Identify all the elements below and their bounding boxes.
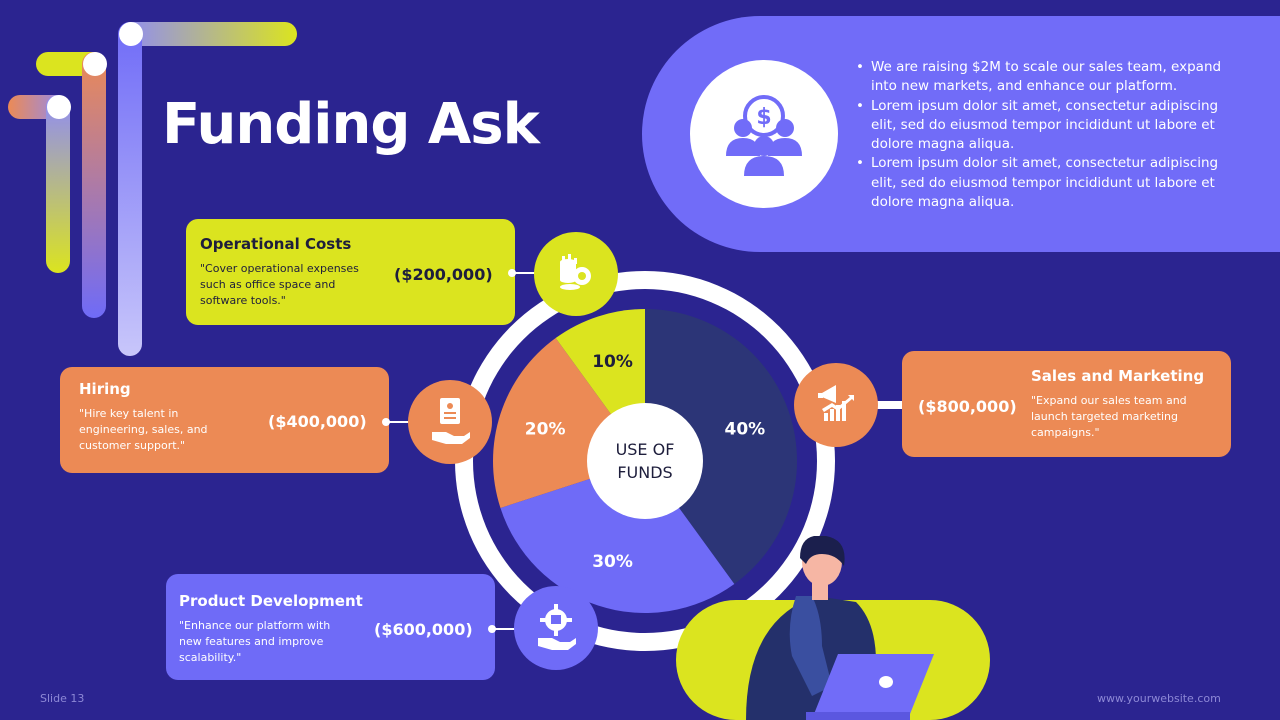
card-sales-marketing: Sales and Marketing "Expand our sales te… bbox=[902, 351, 1231, 457]
connector-line bbox=[492, 628, 520, 630]
card-title: Product Development bbox=[179, 592, 363, 610]
product-icon-circle bbox=[514, 586, 598, 670]
decor-dot bbox=[119, 22, 143, 46]
info-icon-circle: $ bbox=[690, 60, 838, 208]
pie-slice bbox=[645, 309, 797, 584]
card-amount: ($600,000) bbox=[374, 620, 473, 639]
info-bullet: Lorem ipsum dolor sit amet, consectetur … bbox=[856, 154, 1236, 212]
slide-number: Slide 13 bbox=[40, 692, 85, 705]
chart-center-hole bbox=[587, 403, 703, 519]
card-description: "Hire key talent in engineering, sales, … bbox=[79, 407, 208, 452]
decor-dot bbox=[83, 52, 107, 76]
decor-bar bbox=[82, 52, 106, 318]
gear-hand-icon bbox=[538, 604, 576, 650]
page-title: Funding Ask bbox=[162, 92, 540, 157]
card-description: "Expand our sales team and launch target… bbox=[1031, 394, 1187, 439]
hiring-icon-circle bbox=[408, 380, 492, 464]
chart-center-title: USE OF FUNDS bbox=[595, 438, 695, 484]
pie-slice-label: 40% bbox=[725, 420, 766, 440]
chart-title: USE OF FUNDS bbox=[615, 440, 675, 482]
info-bullet: We are raising $2M to scale our sales te… bbox=[856, 58, 1236, 97]
person-laptop-illustration bbox=[676, 536, 990, 720]
card-hiring: Hiring "Hire key talent in engineering, … bbox=[60, 367, 389, 473]
pie-slice-label: 20% bbox=[525, 420, 566, 440]
card-title: Hiring bbox=[79, 380, 131, 398]
card-operational-costs: Operational Costs "Cover operational exp… bbox=[186, 219, 515, 325]
website-url: www.yourwebsite.com bbox=[1097, 692, 1221, 705]
pie-slice-label: 10% bbox=[592, 352, 633, 372]
decor-bar bbox=[46, 95, 70, 273]
card-description: "Enhance our platform with new features … bbox=[179, 619, 331, 664]
megaphone-chart-icon bbox=[818, 385, 854, 421]
coins-gear-icon bbox=[560, 254, 591, 290]
card-title: Sales and Marketing bbox=[1031, 367, 1205, 385]
info-bullet: Lorem ipsum dolor sit amet, consectetur … bbox=[856, 97, 1236, 155]
sales-icon-circle bbox=[794, 363, 878, 447]
svg-text:$: $ bbox=[756, 105, 771, 130]
decor-bar bbox=[120, 22, 297, 46]
connector-line bbox=[873, 401, 902, 409]
info-bullets: We are raising $2M to scale our sales te… bbox=[856, 58, 1236, 212]
resume-hand-icon bbox=[432, 398, 470, 444]
card-description: "Cover operational expenses such as offi… bbox=[200, 262, 359, 307]
pie-slice bbox=[500, 461, 735, 613]
card-title: Operational Costs bbox=[200, 235, 352, 253]
use-of-funds-chart: 40% 30% 20% 10% bbox=[455, 271, 835, 651]
card-amount: ($200,000) bbox=[394, 265, 493, 284]
connector-line bbox=[386, 421, 414, 423]
decor-bar bbox=[118, 22, 142, 356]
connector-line bbox=[512, 272, 540, 274]
decor-dot bbox=[47, 95, 71, 119]
operational-icon-circle bbox=[534, 232, 618, 316]
card-product-development: Product Development "Enhance our platfor… bbox=[166, 574, 495, 680]
pie-slice-label: 30% bbox=[592, 552, 633, 572]
card-amount: ($800,000) bbox=[918, 397, 1017, 416]
investor-group-icon: $ bbox=[726, 95, 802, 176]
card-amount: ($400,000) bbox=[268, 412, 367, 431]
